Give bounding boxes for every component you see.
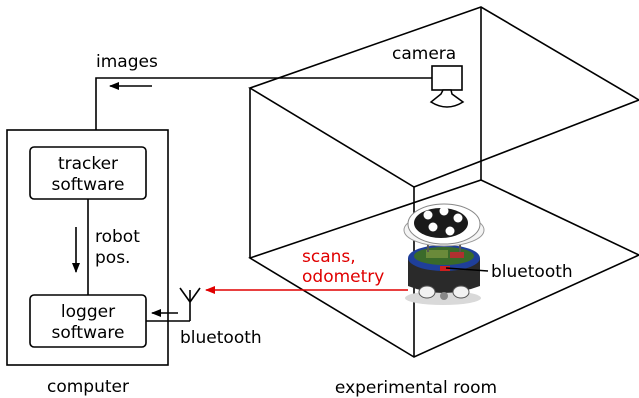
tracker-label-line2: software bbox=[51, 175, 124, 195]
robot-pos-label-line1: robot bbox=[95, 227, 140, 247]
experimental-room-caption: experimental room bbox=[335, 378, 497, 398]
bluetooth-computer-label: bluetooth bbox=[180, 328, 262, 348]
bluetooth-robot-label: bluetooth bbox=[491, 262, 573, 282]
robot-image bbox=[403, 203, 485, 305]
antenna-icon bbox=[179, 287, 201, 321]
images-connector bbox=[95, 77, 432, 130]
tracker-label-line1: tracker bbox=[58, 154, 118, 174]
robot-bluetooth-pointer bbox=[445, 267, 489, 272]
scans-label-line2: odometry bbox=[302, 267, 384, 287]
camera-icon bbox=[429, 65, 465, 108]
logger-label-line1: logger bbox=[61, 302, 115, 322]
robot-pos-label-line2: pos. bbox=[95, 248, 130, 268]
logger-label-line2: software bbox=[51, 323, 124, 343]
computer-caption: computer bbox=[47, 377, 129, 397]
camera-label: camera bbox=[392, 44, 456, 64]
scans-label-line1: scans, bbox=[302, 247, 356, 267]
images-label: images bbox=[96, 52, 158, 72]
